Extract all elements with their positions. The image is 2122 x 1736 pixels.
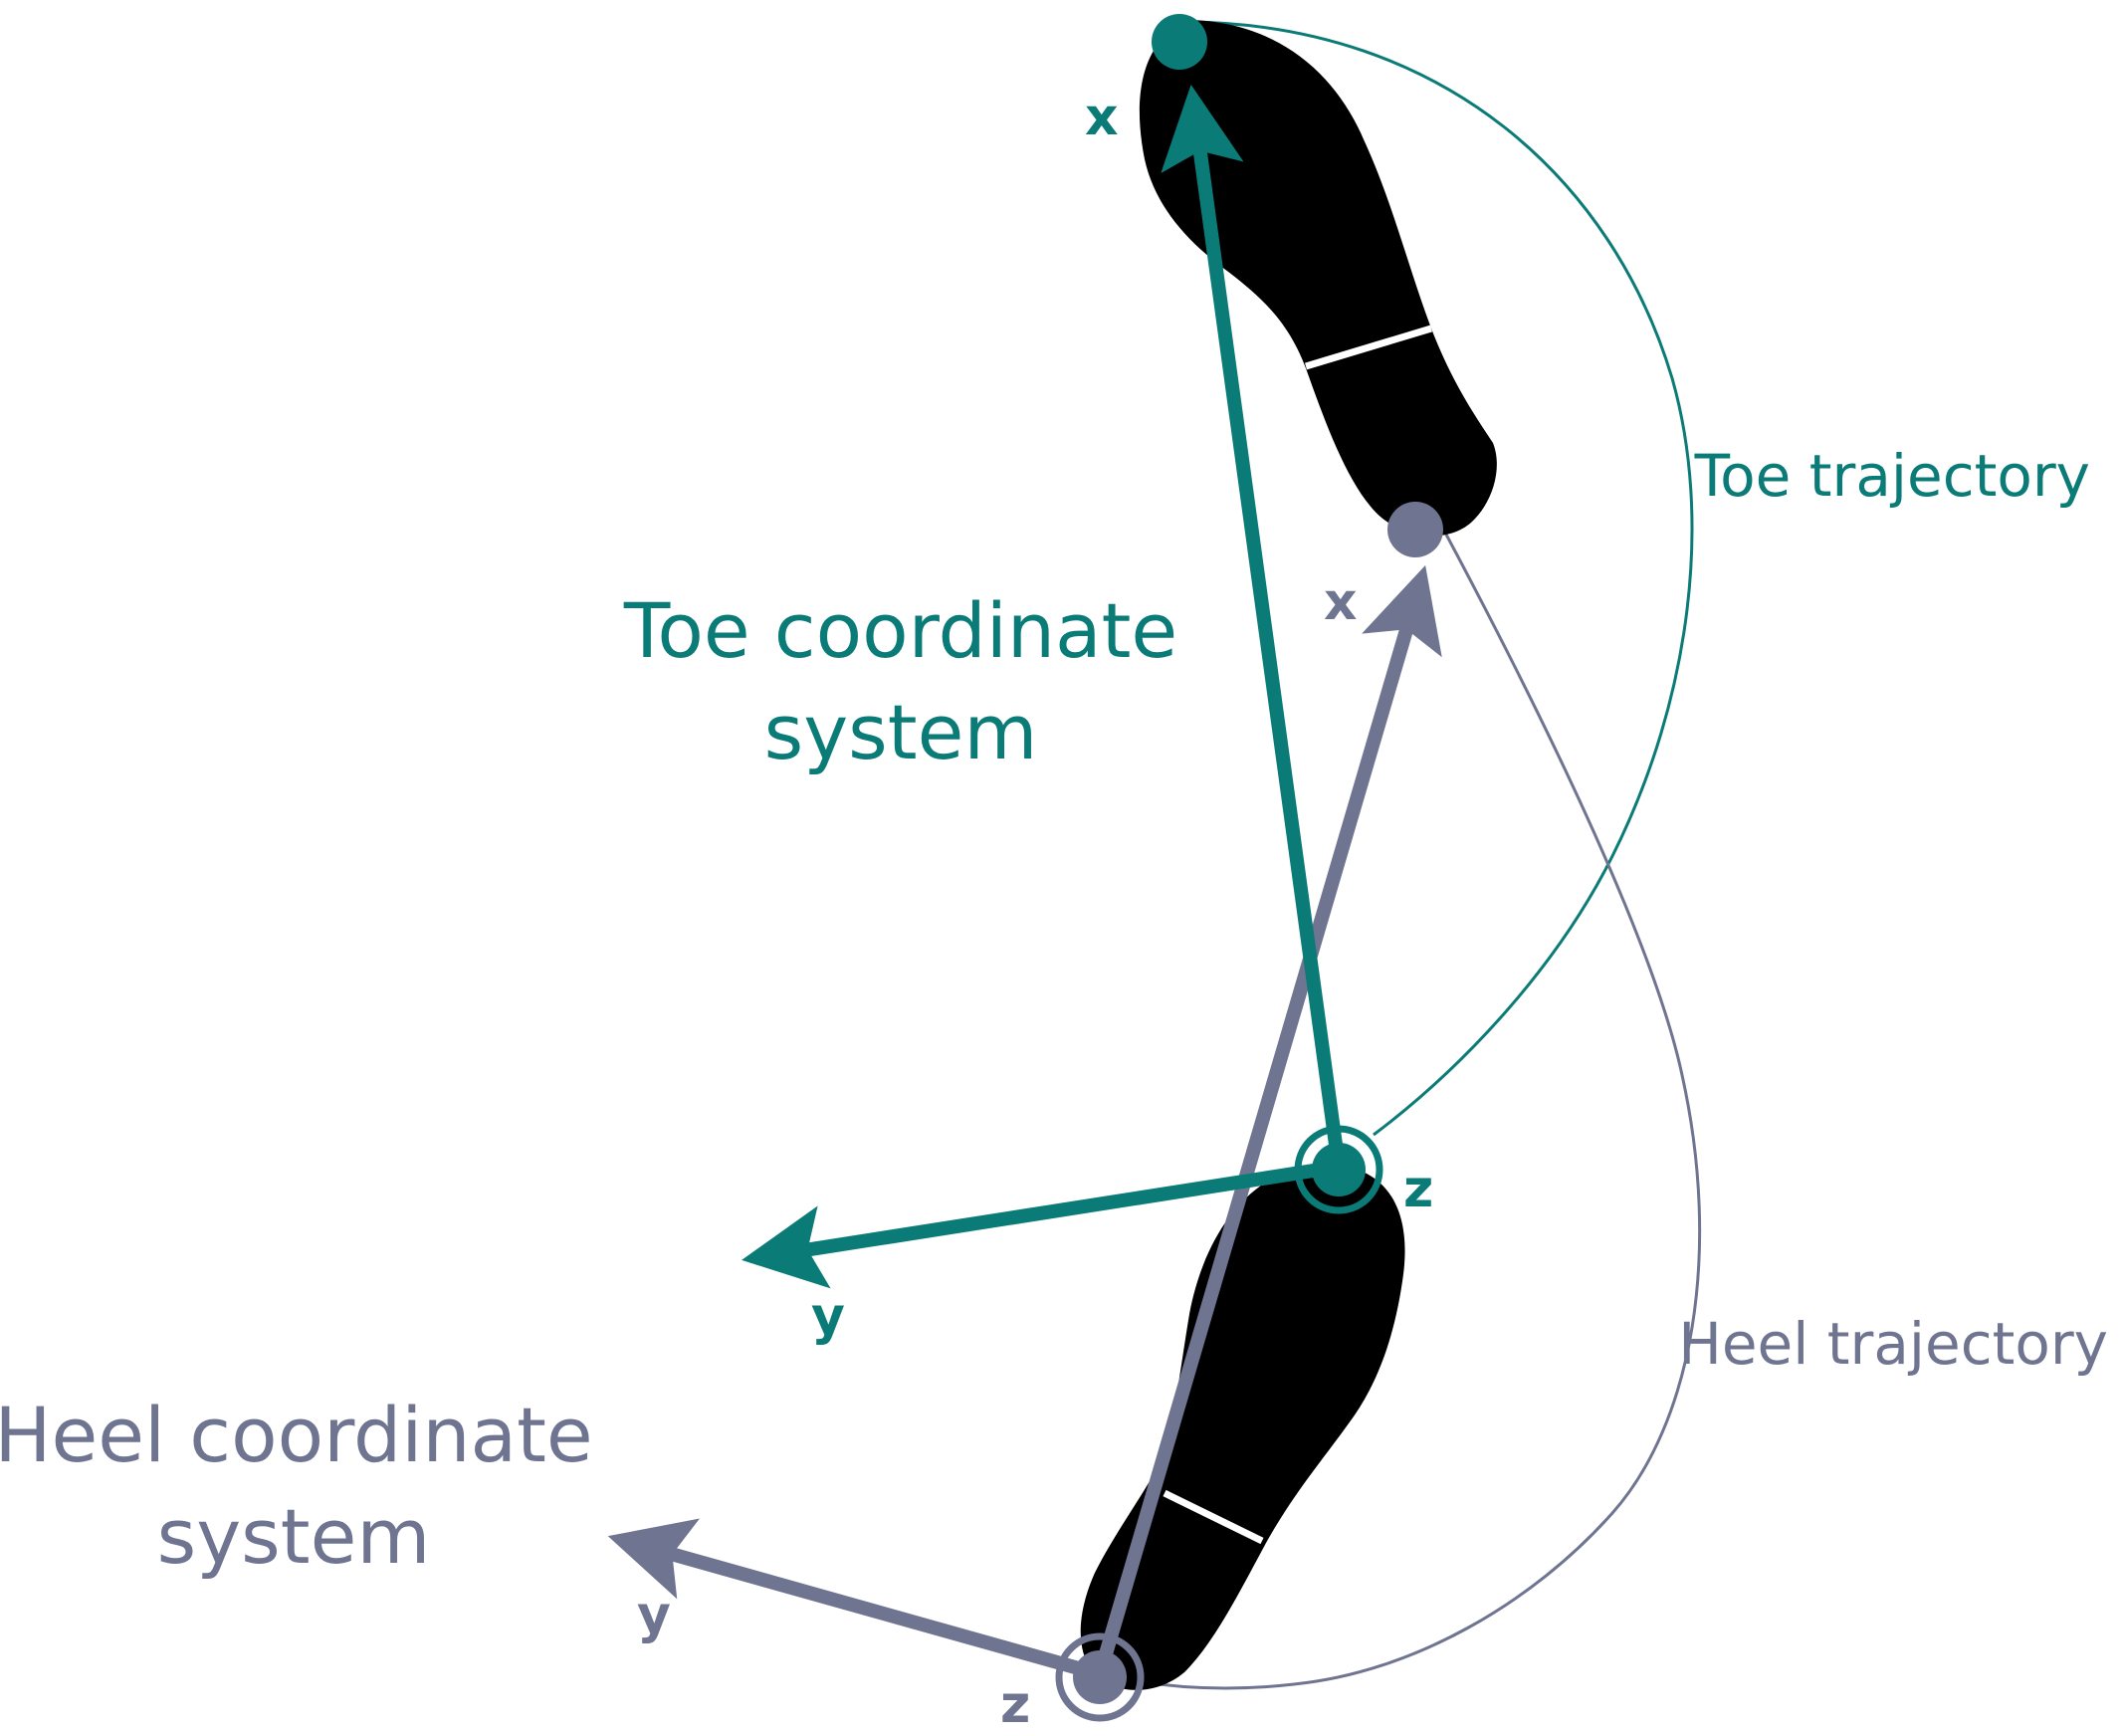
toe-x-label: x [1085, 88, 1119, 147]
heel-y-label: y [637, 1586, 671, 1645]
lower-foot-silhouette [1080, 1164, 1405, 1690]
heel-origin-z-marker [1055, 1632, 1145, 1722]
heel-z-label: z [1000, 1675, 1030, 1735]
toe-y-label: y [811, 1287, 845, 1347]
toe-system-title-line2: system [764, 688, 1038, 776]
toe-x-axis-arrow [1161, 85, 1346, 1168]
toe-tip-marker [1152, 14, 1207, 70]
heel-x-label: x [1324, 572, 1358, 632]
toe-y-axis-arrow [742, 1160, 1341, 1289]
heel-trajectory-curve [1114, 532, 1702, 1690]
heel-system-title-line2: system [157, 1492, 431, 1581]
toe-system-title-line1: Toe coordinate [623, 586, 1177, 675]
heel-tip-marker [1387, 502, 1443, 557]
upper-foot-silhouette [1139, 20, 1497, 537]
toe-z-label: z [1403, 1160, 1433, 1219]
heel-x-axis-arrow [1093, 564, 1442, 1676]
toe-trajectory-curve [1188, 20, 1694, 1137]
toe-trajectory-label: Toe trajectory [1694, 442, 2090, 510]
heel-y-axis-arrow [607, 1518, 1102, 1681]
heel-system-title-line1: Heel coordinate [0, 1391, 593, 1479]
toe-origin-z-marker [1294, 1125, 1383, 1214]
heel-trajectory-label: Heel trajectory [1678, 1310, 2108, 1378]
